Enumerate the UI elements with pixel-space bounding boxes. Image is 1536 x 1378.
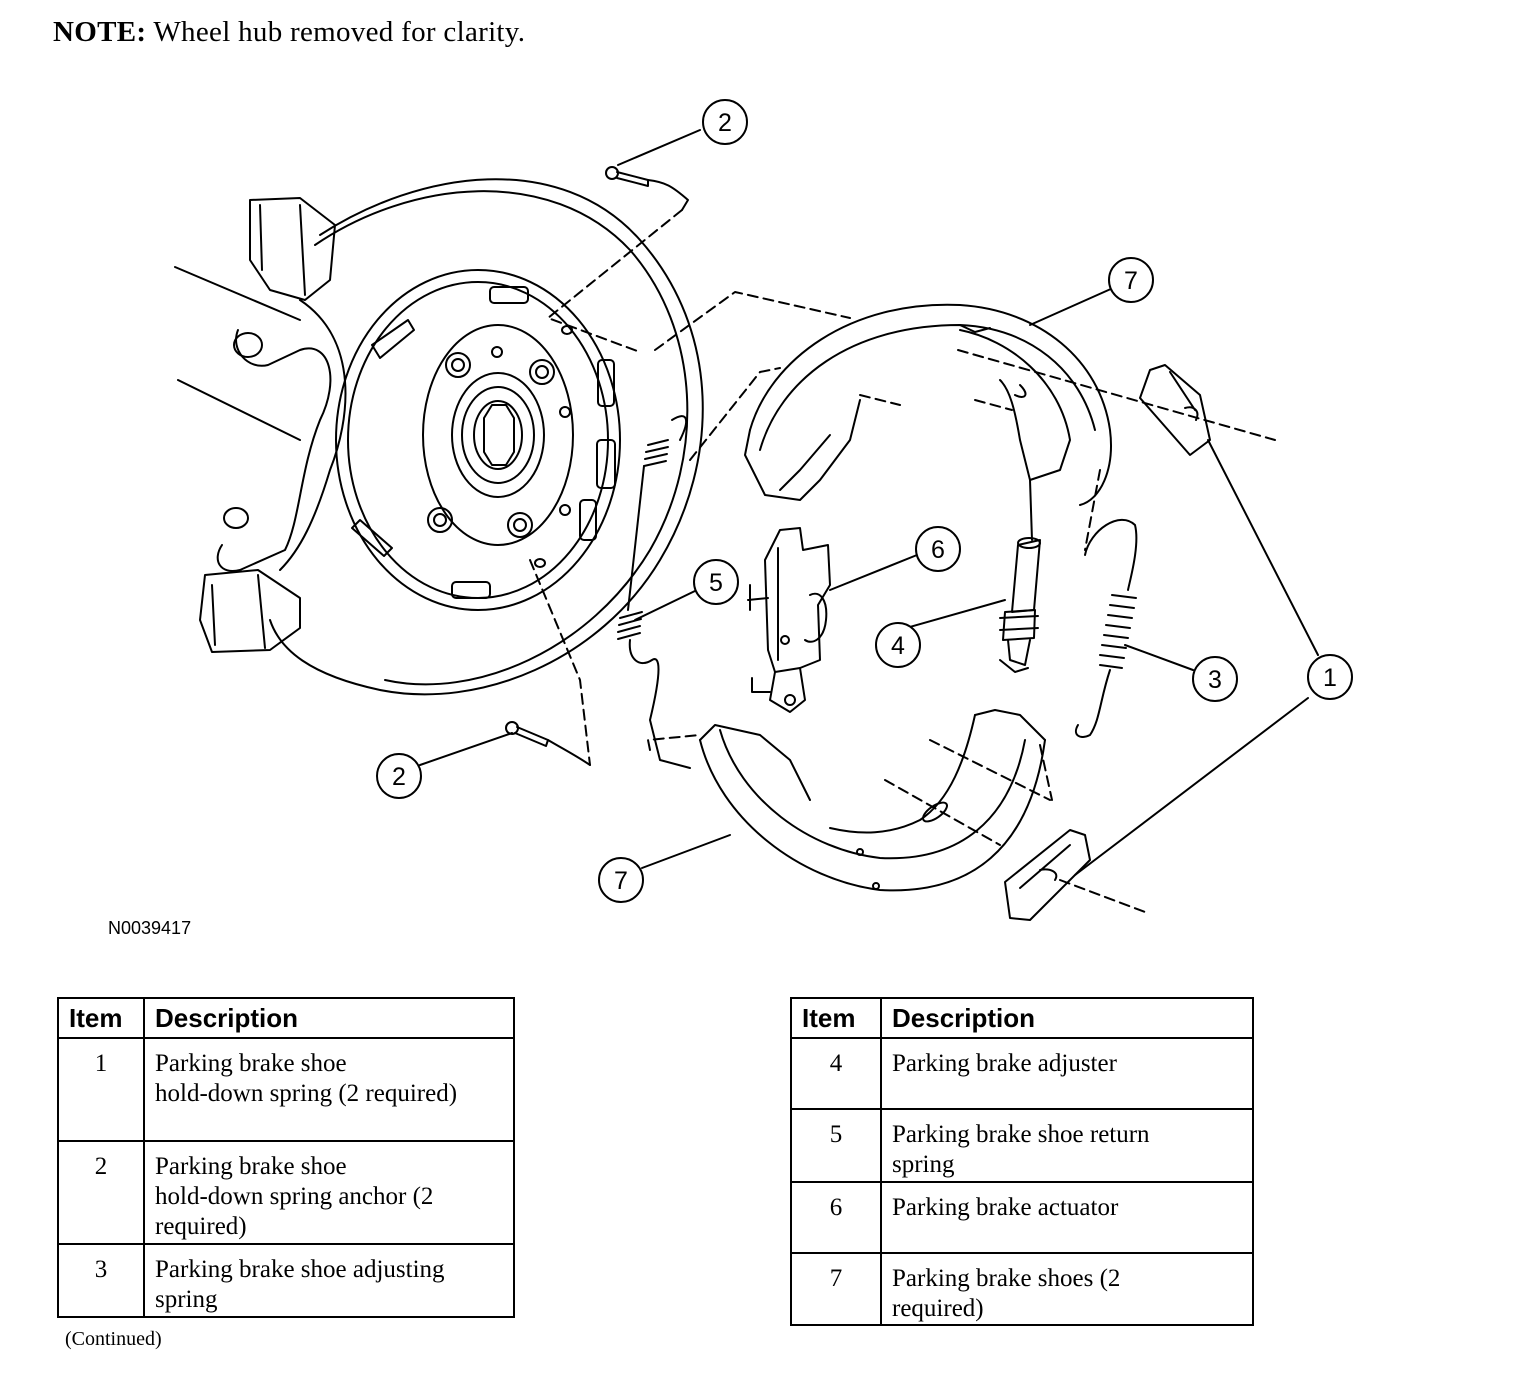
items-table-left: Item Description 1 Parking brake shoe ho…	[57, 997, 515, 1318]
callout-7-bottom: 7	[598, 857, 644, 903]
callout-label: 6	[931, 536, 945, 564]
table-row: 4 Parking brake adjuster	[790, 1037, 1254, 1110]
note-text: Wheel hub removed for clarity.	[153, 16, 526, 48]
item-number: 6	[790, 1181, 882, 1254]
callout-label: 5	[709, 569, 723, 597]
callout-label: 3	[1208, 666, 1222, 694]
table-row: 7 Parking brake shoes (2 required)	[790, 1252, 1254, 1326]
table-row: 3 Parking brake shoe adjusting spring	[57, 1243, 515, 1318]
hold-down-spring-top	[1139, 364, 1211, 456]
adjusting-spring	[1074, 518, 1138, 738]
item-number: 2	[57, 1140, 145, 1245]
item-number: 1	[57, 1037, 145, 1142]
callout-5: 5	[693, 559, 739, 605]
item-description: Parking brake shoe hold-down spring anch…	[143, 1140, 515, 1245]
table-row: 2 Parking brake shoe hold-down spring an…	[57, 1140, 515, 1245]
anchor-pin-bottom	[505, 721, 591, 766]
item-number: 4	[790, 1037, 882, 1110]
leader-lines-left	[174, 266, 301, 441]
items-table-right: Item Description 4 Parking brake adjuste…	[790, 997, 1254, 1326]
callout-label: 2	[392, 763, 406, 791]
brake-shoe-lower	[699, 709, 1046, 892]
callout-7-top: 7	[1108, 257, 1154, 303]
callout-label: 7	[614, 867, 628, 895]
exploded-view-diagram: 2 7 6 5 4 3 1 2 7	[174, 99, 1353, 921]
callout-6: 6	[915, 526, 961, 572]
note-label: NOTE:	[53, 16, 147, 48]
knuckle-bracket	[199, 197, 347, 653]
item-description: Parking brake shoes (2 required)	[880, 1252, 1254, 1326]
callout-2-bottom: 2	[376, 753, 422, 799]
brake-shoe-upper	[744, 303, 1112, 506]
header-description: Description	[880, 997, 1254, 1039]
header-item: Item	[57, 997, 145, 1039]
hold-down-spring-bottom	[1004, 829, 1091, 921]
table-header-row: Item Description	[57, 997, 515, 1039]
callout-3: 3	[1192, 656, 1238, 702]
callout-label: 4	[891, 632, 905, 660]
item-number: 5	[790, 1108, 882, 1183]
item-description: Parking brake adjuster	[880, 1037, 1254, 1110]
note: NOTE: Wheel hub removed for clarity.	[53, 16, 525, 49]
table-row: 5 Parking brake shoe return spring	[790, 1108, 1254, 1183]
continued-note: (Continued)	[65, 1328, 162, 1350]
adjuster	[999, 479, 1041, 673]
callout-label: 1	[1323, 664, 1337, 692]
anchor-pin-top	[605, 166, 689, 211]
figure-id: N0039417	[108, 918, 192, 938]
item-number: 3	[57, 1243, 145, 1318]
callout-label: 2	[718, 109, 732, 137]
return-spring	[617, 415, 691, 769]
callout-4: 4	[875, 622, 921, 668]
header-item: Item	[790, 997, 882, 1039]
callout-1: 1	[1307, 654, 1353, 700]
item-description: Parking brake shoe hold-down spring (2 r…	[143, 1037, 515, 1142]
table-header-row: Item Description	[790, 997, 1254, 1039]
table-row: 1 Parking brake shoe hold-down spring (2…	[57, 1037, 515, 1142]
item-description: Parking brake actuator	[880, 1181, 1254, 1254]
header-description: Description	[143, 997, 515, 1039]
item-number: 7	[790, 1252, 882, 1326]
table-row: 6 Parking brake actuator	[790, 1181, 1254, 1254]
item-description: Parking brake shoe adjusting spring	[143, 1243, 515, 1318]
callout-2-top: 2	[702, 99, 748, 145]
backing-plate	[269, 178, 704, 696]
callout-leaders	[419, 129, 1319, 876]
item-description: Parking brake shoe return spring	[880, 1108, 1254, 1183]
actuator	[747, 527, 831, 713]
callout-label: 7	[1124, 267, 1138, 295]
